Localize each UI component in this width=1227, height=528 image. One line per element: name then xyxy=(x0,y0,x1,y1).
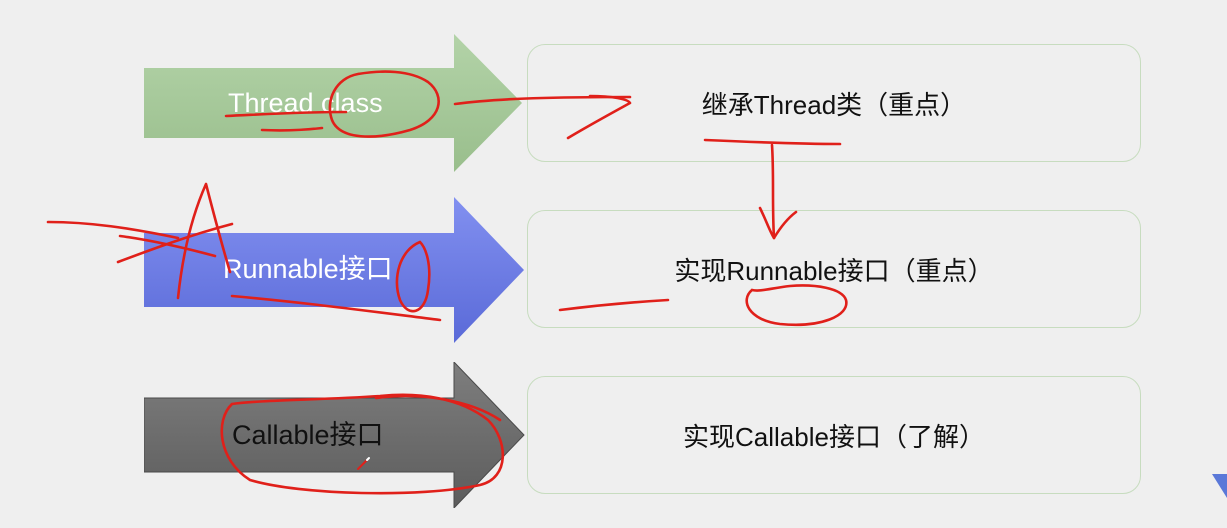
callable-box-text: 实现Callable接口（了解） xyxy=(683,421,985,452)
callable-arrow-label: Callable接口 xyxy=(232,420,384,450)
thread-box: 继承Thread类（重点） xyxy=(527,44,1141,162)
chevron-down-icon[interactable] xyxy=(1212,470,1227,500)
runnable-arrow-label: Runnable接口 xyxy=(223,254,393,284)
thread-arrow-label: Thread class xyxy=(228,88,383,118)
pen-cursor-icon xyxy=(357,457,370,470)
callable-box: 实现Callable接口（了解） xyxy=(527,376,1141,494)
runnable-box-text: 实现Runnable接口（重点） xyxy=(674,255,994,286)
thread-box-text: 继承Thread类（重点） xyxy=(701,89,967,120)
runnable-box: 实现Runnable接口（重点） xyxy=(527,210,1141,328)
